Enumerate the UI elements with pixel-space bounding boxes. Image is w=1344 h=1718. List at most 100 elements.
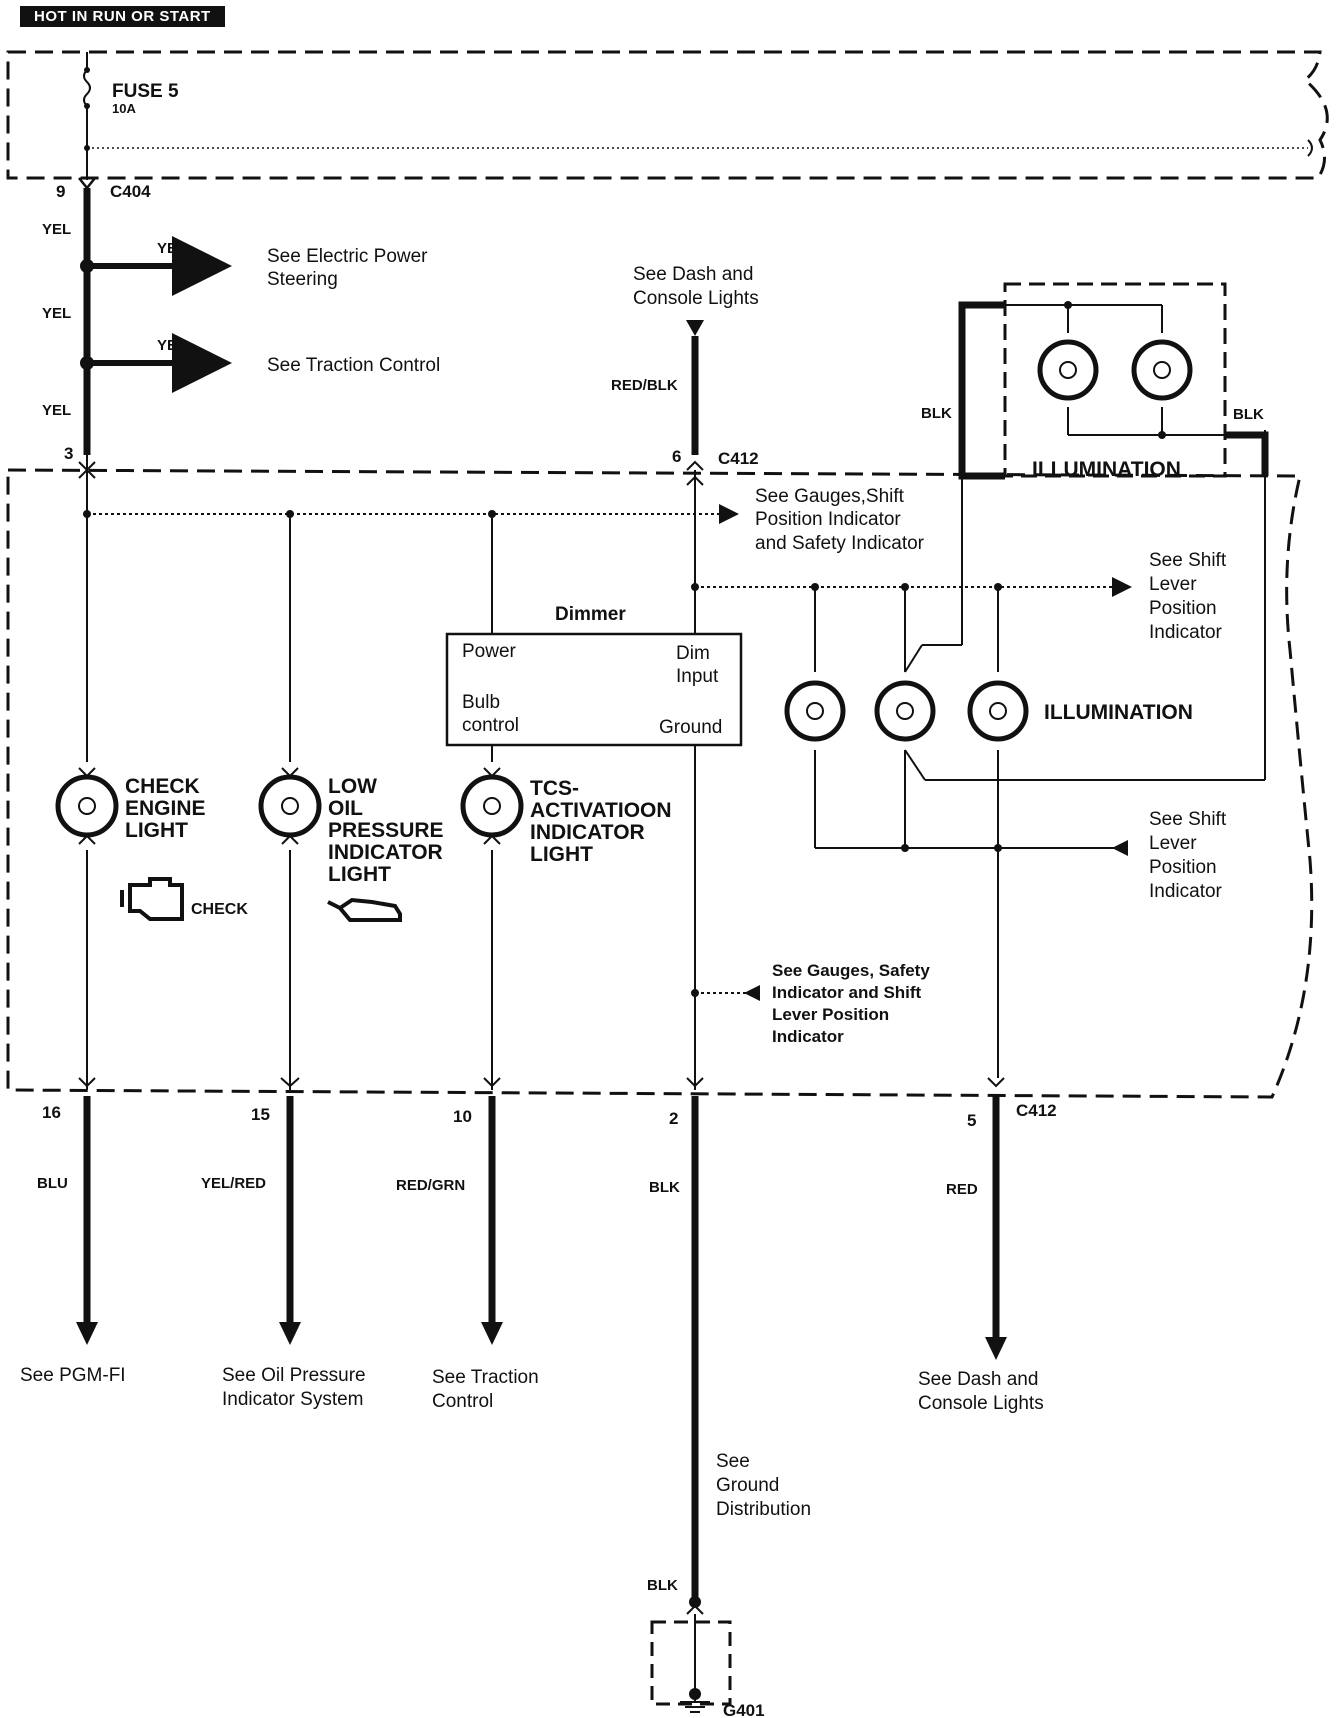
shift-ref-1-line3: Position: [1149, 598, 1217, 619]
shift-ref-2-arrow: [1112, 840, 1128, 856]
traction-ref-line1: See Traction: [432, 1367, 539, 1388]
illumination-mid-label: ILLUMINATION: [1044, 701, 1193, 724]
bottom-arrows: [76, 1322, 1007, 1360]
shift-ref-1-line2: Lever: [1149, 574, 1197, 595]
fuse-name: FUSE 5: [112, 81, 179, 102]
check-engine-label-1: CHECK: [125, 775, 200, 798]
oil-can-icon: [327, 897, 402, 922]
traction-ref-line2: Control: [432, 1391, 493, 1412]
yel-label-3: YEL: [42, 402, 71, 419]
pgmfi-ref: See PGM-FI: [20, 1365, 126, 1386]
low-oil-label-1: LOW: [328, 775, 377, 798]
gauges-ref-1-line3: and Safety Indicator: [755, 533, 925, 554]
fuse-box: [6, 50, 1329, 180]
illumination-top-wires: [1005, 304, 1225, 436]
pin-2: 2: [669, 1109, 678, 1128]
power-source-label: HOT IN RUN OR START: [20, 6, 225, 27]
gauges-ref-1-line2: Position Indicator: [755, 509, 901, 530]
gauges-ref-2-line3: Lever Position: [772, 1005, 889, 1024]
tcs-lamp: [460, 767, 524, 845]
gauges-ref-2-line4: Indicator: [772, 1027, 844, 1046]
dimmer-dim: Dim: [676, 643, 710, 664]
yel-red-label: YEL/RED: [201, 1175, 266, 1192]
dash-ref-bottom-line2: Console Lights: [918, 1393, 1044, 1414]
dimmer-ground: Ground: [659, 717, 722, 738]
pin-16: 16: [42, 1103, 61, 1122]
yel-label-2: YEL: [42, 305, 71, 322]
ground-box: [650, 1620, 732, 1706]
pin-15: 15: [251, 1105, 270, 1124]
eps-ref-line2: Steering: [267, 269, 338, 290]
red-blk-label: RED/BLK: [611, 377, 678, 394]
box-connectors: [78, 460, 1005, 1088]
tcs-label-4: LIGHT: [530, 843, 593, 866]
bottom-wires: [83, 1096, 1000, 1602]
engine-icon: [120, 877, 184, 921]
dimmer-input: Input: [676, 666, 719, 687]
top-splice-pin: 3: [64, 444, 73, 463]
tcs-label-1: TCS-: [530, 777, 579, 800]
blk-label-ground: BLK: [647, 1577, 678, 1594]
gauge-assembly-box: [6, 468, 1314, 1099]
c404-label: C404: [110, 182, 151, 201]
pin-10: 10: [453, 1107, 472, 1126]
check-icon-label: CHECK: [191, 901, 248, 918]
low-oil-label-5: LIGHT: [328, 863, 391, 886]
dimmer-title: Dimmer: [555, 604, 626, 625]
dash-ref-bottom-line1: See Dash and: [918, 1369, 1038, 1390]
c412-top-label: C412: [718, 449, 759, 468]
fuse-rating: 10A: [112, 101, 136, 116]
tcs-label-2: ACTIVATIOON: [530, 799, 672, 822]
blk-wire-right: [1225, 431, 1269, 476]
shift-ref-1-line1: See Shift: [1149, 550, 1227, 571]
shift-ref-2-line2: Lever: [1149, 833, 1197, 854]
c412-bottom-label: C412: [1016, 1101, 1057, 1120]
blk-wire-left: [958, 301, 1005, 480]
illumination-top-box: [1003, 282, 1227, 478]
dimmer-bulb: Bulb: [462, 692, 500, 713]
c412-top-pin: 6: [672, 447, 681, 466]
c404-pin: 9: [56, 182, 65, 201]
shift-ref-1-line4: Indicator: [1149, 622, 1223, 643]
blk-label-left: BLK: [921, 405, 952, 422]
check-engine-label-3: LIGHT: [125, 819, 188, 842]
gauges-ref-2-arrow: [744, 985, 760, 1001]
red-label: RED: [946, 1181, 978, 1198]
shift-ref-2-line3: Position: [1149, 857, 1217, 878]
oil-ref-line1: See Oil Pressure: [222, 1365, 366, 1386]
illumination-bulbs-top: [1037, 339, 1193, 401]
ground-ref-line3: Distribution: [716, 1499, 811, 1520]
check-engine-lamp: [55, 767, 119, 845]
yel-label-eps: YEL: [157, 240, 186, 257]
check-engine-label-2: ENGINE: [125, 797, 206, 820]
low-oil-label-2: OIL: [328, 797, 363, 820]
blk-label-right: BLK: [1233, 406, 1264, 423]
low-oil-lamp: [258, 767, 322, 845]
dimmer-power: Power: [462, 641, 517, 662]
dimmer-box: [445, 632, 743, 747]
gauges-ref-1-line1: See Gauges,Shift: [755, 486, 905, 507]
ground-ref-line2: Ground: [716, 1475, 779, 1496]
shift-ref-2-line1: See Shift: [1149, 809, 1227, 830]
lamp-branches: [86, 455, 696, 1090]
tcs-label-3: INDICATOR: [530, 821, 645, 844]
low-oil-label-4: INDICATOR: [328, 841, 443, 864]
gauges-ref-2-line2: Indicator and Shift: [772, 983, 922, 1002]
dimmer-control: control: [462, 715, 519, 736]
pin-5: 5: [967, 1111, 976, 1130]
dash-ref-top-line2: Console Lights: [633, 288, 759, 309]
gauges-ref-2-line1: See Gauges, Safety: [772, 961, 930, 980]
blu-label: BLU: [37, 1175, 68, 1192]
shift-ref-2-line4: Indicator: [1149, 881, 1223, 902]
blk-label-bottom: BLK: [649, 1179, 680, 1196]
oil-ref-line2: Indicator System: [222, 1389, 364, 1410]
eps-ref-line1: See Electric Power: [267, 246, 428, 267]
yel-label-1: YEL: [42, 221, 71, 238]
dash-ref-top-line1: See Dash and: [633, 264, 753, 285]
fuse-5-symbol: [83, 52, 91, 180]
low-oil-label-3: PRESSURE: [328, 819, 444, 842]
tcs-ref: See Traction Control: [267, 355, 440, 376]
ground-ref-line1: See: [716, 1451, 750, 1472]
illumination-bulbs-mid: [784, 680, 1029, 742]
dash-top-arrow: [686, 320, 704, 336]
